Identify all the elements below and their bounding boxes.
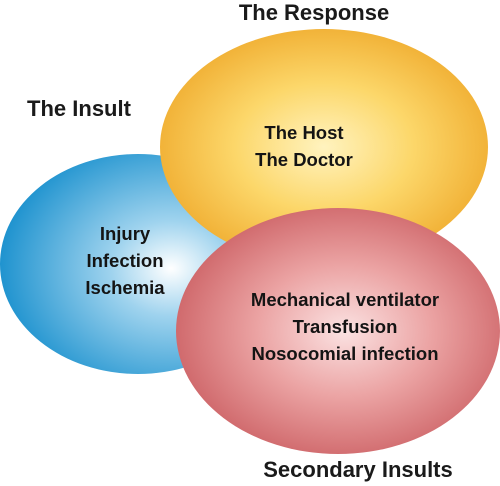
insult-heading: The Insult <box>27 96 132 121</box>
response-heading: The Response <box>239 0 389 25</box>
doctor-label: The Doctor <box>255 149 353 170</box>
secondary-ellipse <box>176 208 500 454</box>
injury-label: Injury <box>100 223 151 244</box>
nosocomial-label: Nosocomial infection <box>251 343 438 364</box>
ventilator-label: Mechanical ventilator <box>251 289 439 310</box>
transfusion-label: Transfusion <box>293 316 398 337</box>
secondary-heading: Secondary Insults <box>263 457 453 482</box>
ischemia-label: Ischemia <box>85 277 165 298</box>
host-label: The Host <box>264 122 343 143</box>
infection-label: Infection <box>86 250 163 271</box>
response-ellipse <box>160 29 488 265</box>
